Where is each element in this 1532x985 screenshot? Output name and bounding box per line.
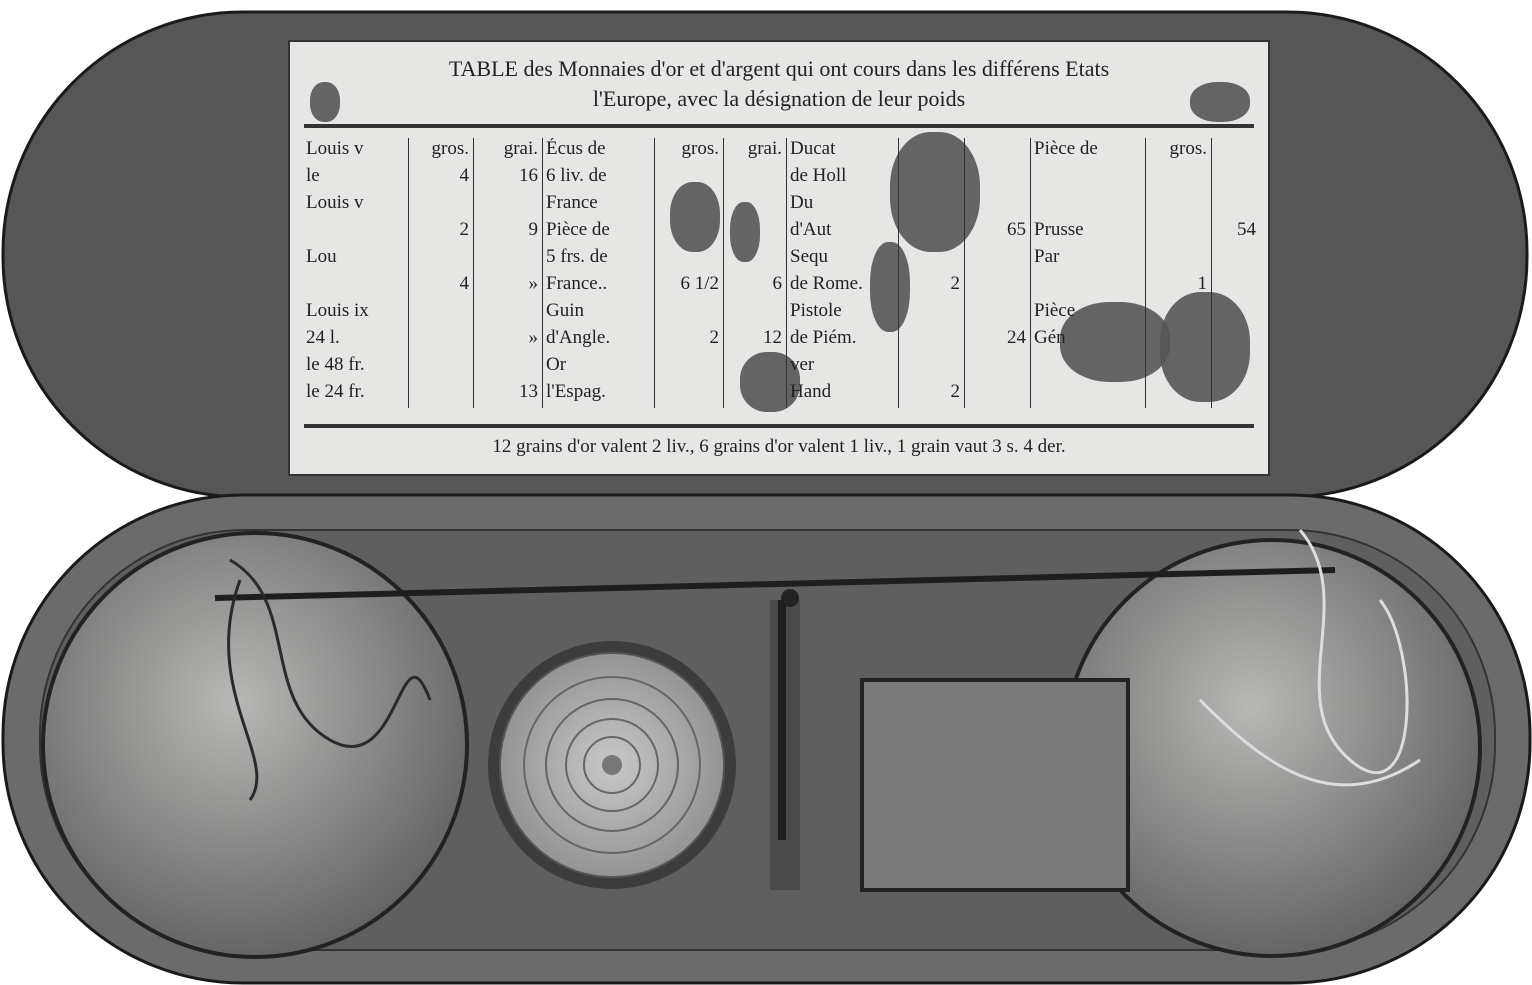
column-divider — [898, 138, 899, 408]
table-cell: 24 l. — [306, 327, 340, 348]
table-cell: d'Aut — [790, 219, 832, 240]
table-cell: Louis ix — [306, 300, 369, 321]
table-header-cell: grai. — [503, 138, 538, 159]
table-header-cell: Louis v — [306, 138, 364, 159]
column-divider — [723, 138, 724, 408]
table-cell: 6 liv. de — [546, 165, 607, 186]
stain — [310, 82, 340, 122]
table-cell: 5 frs. de — [546, 246, 608, 267]
rule-bottom — [304, 424, 1254, 428]
table-header-cell: gros. — [431, 138, 469, 159]
table-cell: Or — [546, 354, 567, 375]
table-cell: ver — [790, 354, 815, 375]
label-title-line1: TABLE des Monnaies d'or et d'argent qui … — [448, 56, 1110, 81]
stain — [670, 182, 720, 252]
table-cell: Pièce de — [546, 219, 610, 240]
table-cell: Gén — [1034, 327, 1066, 348]
pan-cords-right — [1198, 529, 1421, 787]
table-cell: Pistole — [790, 300, 842, 321]
column-divider — [654, 138, 655, 408]
stain — [730, 202, 760, 262]
table-cell: Pièce — [1034, 300, 1076, 321]
table-cell: d'Angle. — [546, 327, 611, 348]
table-cell: 1 — [1197, 273, 1208, 294]
table-cell: 9 — [528, 219, 539, 240]
table-cell: de Holl — [790, 165, 847, 186]
table-cell: Hand — [790, 381, 832, 402]
table-cell: 54 — [1237, 219, 1256, 240]
table-header-cell: Pièce de — [1034, 138, 1098, 159]
rule-top — [304, 124, 1254, 128]
table-cell: 12 — [763, 327, 782, 348]
stain — [1160, 292, 1250, 402]
table-cell: 4 — [459, 273, 470, 294]
table-cell: le — [306, 165, 320, 186]
column-divider — [1030, 138, 1031, 408]
table-cell: 16 — [519, 165, 538, 186]
column-divider — [1145, 138, 1146, 408]
beam — [214, 567, 1336, 601]
table-cell: de Rome. — [790, 273, 863, 294]
stain — [890, 132, 980, 252]
table-cell: Sequ — [790, 246, 828, 267]
table-cell: 4 — [459, 165, 470, 186]
column-divider — [964, 138, 965, 408]
stain — [1190, 82, 1250, 122]
left-pan — [41, 531, 469, 959]
table-cell: le 48 fr. — [306, 354, 365, 375]
table-cell: 6 1/2 — [680, 273, 719, 294]
table-header-cell: Écus de — [546, 138, 606, 159]
column-divider — [1211, 138, 1212, 408]
label-footer: 12 grains d'or valent 2 liv., 6 grains d… — [492, 436, 1066, 457]
table-cell: France.. — [546, 273, 608, 294]
coin-weight-table-label: TABLE des Monnaies d'or et d'argent qui … — [288, 40, 1270, 476]
table-cell: 2 — [709, 327, 720, 348]
table-cell: Lou — [306, 246, 337, 267]
weight-compartment-lid — [860, 678, 1130, 892]
column-divider — [786, 138, 787, 408]
table-cell: 2 — [950, 273, 961, 294]
column-divider — [542, 138, 543, 408]
nested-weights — [488, 641, 736, 889]
table-cell: Du — [790, 192, 814, 213]
table-cell: 24 — [1007, 327, 1026, 348]
table-cell: 2 — [950, 381, 961, 402]
table-cell: de Piém. — [790, 327, 857, 348]
table-cell: 13 — [519, 381, 538, 402]
column-divider — [408, 138, 409, 408]
table-cell: Louis v — [306, 192, 364, 213]
table-cell: l'Espag. — [546, 381, 606, 402]
table-header-cell: grai. — [747, 138, 782, 159]
column-divider — [473, 138, 474, 408]
table-cell: » — [528, 327, 539, 348]
table-cell: Prusse — [1034, 219, 1084, 240]
table-cell: Par — [1034, 246, 1060, 267]
table-cell: 2 — [459, 219, 470, 240]
table-cell: 65 — [1007, 219, 1026, 240]
table-cell: France — [546, 192, 598, 213]
label-title-line2: l'Europe, avec la désignation de leur po… — [592, 86, 966, 111]
table-cell: 6 — [772, 273, 783, 294]
table-cell: le 24 fr. — [306, 381, 365, 402]
table-header-cell: Ducat — [790, 138, 836, 159]
pivot — [781, 589, 799, 607]
stain — [740, 352, 800, 412]
table-header-cell: gros. — [681, 138, 719, 159]
table-header-cell: gros. — [1169, 138, 1207, 159]
pan-cords-left — [227, 558, 432, 801]
table-cell: Guin — [546, 300, 584, 321]
stain — [1060, 302, 1170, 382]
stain — [870, 242, 910, 332]
table-cell: » — [528, 273, 539, 294]
